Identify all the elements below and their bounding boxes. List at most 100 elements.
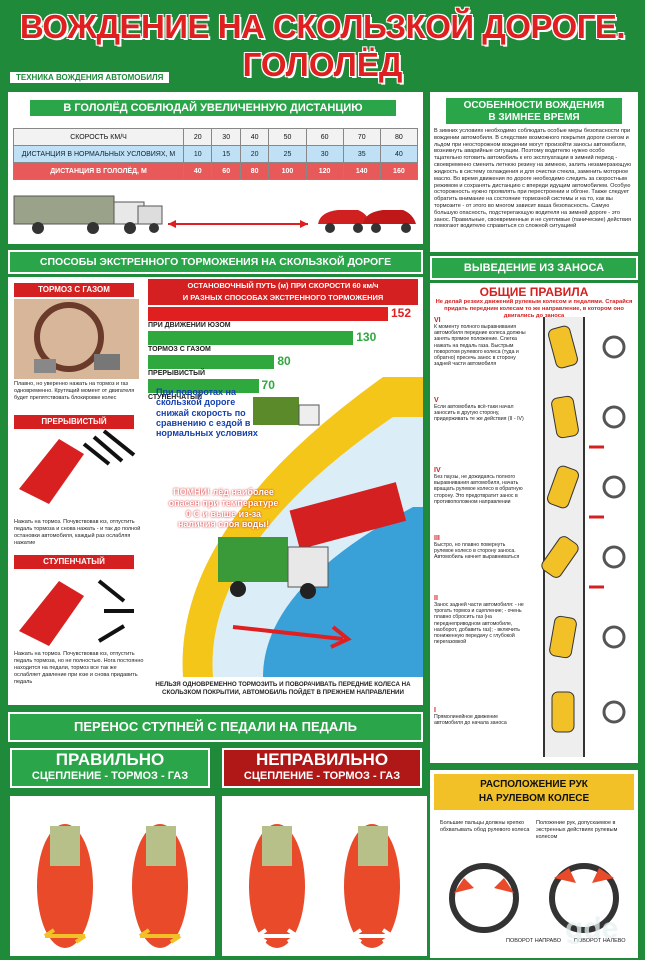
hands-illustration xyxy=(449,863,619,933)
table-row: ДИСТАНЦИЯ В НОРМАЛЬНЫХ УСЛОВИЯХ, М 10 15… xyxy=(13,145,419,163)
step-label: СТУПЕНЧАТЫЙ xyxy=(14,555,134,569)
bar-label: ПРИ ДВИЖЕНИИ ЮЗОМ xyxy=(148,322,231,329)
skid-heading: ВЫВЕДЕНИЕ ИЗ ЗАНОСА xyxy=(430,256,638,280)
table-cell: 160 xyxy=(379,162,419,180)
bar-value: 80 xyxy=(277,354,291,368)
table-cell: 70 xyxy=(342,128,381,146)
step-text: Нажать на тормоз. Почувствовав юз, отпус… xyxy=(14,651,144,685)
table-cell: 15 xyxy=(211,145,241,163)
skid-step-number: III xyxy=(434,535,440,542)
braking-panel: ТОРМОЗ С ГАЗОМ Плавно, но уверенно нажат… xyxy=(8,277,423,705)
skid-step-number: II xyxy=(434,595,438,602)
page-title-line2: ГОЛОЛЁД xyxy=(242,46,403,83)
table-cell: 20 xyxy=(182,128,213,146)
skid-step-text: Занос задней части автомобиля: - не трог… xyxy=(434,602,524,646)
bar xyxy=(148,355,275,369)
skid-step-text: Прямолинейное движение автомобиля до нач… xyxy=(434,714,507,727)
winter-heading-line2: В ЗИМНЕЕ ВРЕМЯ xyxy=(488,112,580,123)
wrong-box: НЕПРАВИЛЬНО СЦЕПЛЕНИЕ - ТОРМОЗ - ГАЗ xyxy=(222,748,422,788)
winter-text: В зимних условиях необходимо соблюдать о… xyxy=(434,128,632,230)
rules-text: Не делай резких движений рулевым колесом… xyxy=(435,299,633,319)
hands-heading-line2: НА РУЛЕВОМ КОЛЕСЕ xyxy=(478,793,590,804)
hands-heading: РАСПОЛОЖЕНИЕ РУК НА РУЛЕВОМ КОЛЕСЕ xyxy=(434,774,634,810)
table-cell: 35 xyxy=(342,145,381,163)
interrupt-text: Нажать на тормоз. Почувствовав юз, отпус… xyxy=(14,519,141,546)
skid-panel: ОБЩИЕ ПРАВИЛА Не делай резких движений р… xyxy=(430,283,638,763)
chart-title: ОСТАНОВОЧНЫЙ ПУТЬ (м) ПРИ СКОРОСТИ 60 км… xyxy=(148,279,418,305)
bar-value: 152 xyxy=(391,306,412,320)
gas-pedal-illustration xyxy=(14,299,139,379)
distance-heading: В ГОЛОЛЁД СОБЛЮДАЙ УВЕЛИЧЕННУЮ ДИСТАНЦИЮ xyxy=(28,98,398,118)
right-box: ПРАВИЛЬНО СЦЕПЛЕНИЕ - ТОРМОЗ - ГАЗ xyxy=(10,748,210,788)
table-cell: 40 xyxy=(379,145,419,163)
distance-panel: В ГОЛОЛЁД СОБЛЮДАЙ УВЕЛИЧЕННУЮ ДИСТАНЦИЮ… xyxy=(8,92,423,244)
wrong-sub: СЦЕПЛЕНИЕ - ТОРМОЗ - ГАЗ xyxy=(243,770,401,782)
table-row: СКОРОСТЬ КМ/Ч 20 30 40 50 60 70 80 xyxy=(13,128,419,146)
turn-note: При поворотах на скользкой дороге снижай… xyxy=(156,387,258,439)
page-title: ВОЖДЕНИЕ НА СКОЛЬЗКОЙ ДОРОГЕ. xyxy=(19,8,626,45)
table-cell: 40 xyxy=(239,128,270,146)
bar-label: ТОРМОЗ С ГАЗОМ xyxy=(148,346,211,353)
table-cell: 30 xyxy=(211,128,241,146)
table-cell: 40 xyxy=(182,162,213,180)
right-sub: СЦЕПЛЕНИЕ - ТОРМОЗ - ГАЗ xyxy=(31,770,189,782)
table-cell: 140 xyxy=(342,162,381,180)
step-pedal-illustration xyxy=(19,579,134,646)
braking-heading: СПОСОБЫ ЭКСТРЕННОГО ТОРМОЖЕНИЯ НА СКОЛЬЗ… xyxy=(8,250,423,274)
table-cell: 100 xyxy=(268,162,307,180)
table-cell: 60 xyxy=(211,162,241,180)
table-cell: 80 xyxy=(239,162,270,180)
hands-panel: РАСПОЛОЖЕНИЕ РУК НА РУЛЕВОМ КОЛЕСЕ Больш… xyxy=(430,770,638,958)
skid-step-text: Быстро, но плавно повернуть рулевое коле… xyxy=(434,542,520,561)
bar xyxy=(148,331,354,345)
bar-value: 70 xyxy=(261,378,275,392)
skid-step-number: I xyxy=(434,707,436,714)
interrupt-pedal-illustration xyxy=(19,429,136,504)
skid-step-text: Если автомобиль всё-таки начал заносить … xyxy=(434,404,524,423)
skid-step-number: IV xyxy=(434,467,441,474)
pedals-panel: ПРАВИЛЬНО СЦЕПЛЕНИЕ - ТОРМОЗ - ГАЗ НЕПРА… xyxy=(8,746,427,958)
turn-right-label: ПОВОРОТ НАПРАВО xyxy=(506,938,561,944)
table-cell: ДИСТАНЦИЯ В ГОЛОЛЁД, М xyxy=(13,162,184,180)
bar-value: 130 xyxy=(356,330,377,344)
road-scene-illustration xyxy=(182,377,423,677)
table-cell: ДИСТАНЦИЯ В НОРМАЛЬНЫХ УСЛОВИЯХ, М xyxy=(13,145,184,163)
watermark: gde xyxy=(565,912,619,945)
wrong-title: НЕПРАВИЛЬНО xyxy=(255,750,389,769)
table-cell: СКОРОСТЬ КМ/Ч xyxy=(13,128,184,146)
wrong-feet-illustration xyxy=(222,796,427,956)
bar-label: ПРЕРЫВИСТЫЙ xyxy=(148,370,206,377)
chart-title-line2: И РАЗНЫХ СПОСОБАХ ЭКСТРЕННОГО ТОРМОЖЕНИЯ xyxy=(182,293,384,302)
pedals-heading: ПЕРЕНОС СТУПНЕЙ С ПЕДАЛИ НА ПЕДАЛЬ xyxy=(8,712,423,742)
winter-heading-line1: ОСОБЕННОСТИ ВОЖДЕНИЯ xyxy=(463,100,605,111)
bottom-note: НЕЛЬЗЯ ОДНОВРЕМЕННО ТОРМОЗИТЬ И ПОВОРАЧИ… xyxy=(155,681,411,697)
vehicles-illustration xyxy=(13,195,416,234)
hands-right-text: Положение рук, допускаемое в экстренных … xyxy=(536,820,618,840)
hands-heading-line1: РАСПОЛОЖЕНИЕ РУК xyxy=(480,779,588,790)
chart-title-line1: ОСТАНОВОЧНЫЙ ПУТЬ (м) ПРИ СКОРОСТИ 60 км… xyxy=(187,281,379,290)
skid-road-illustration xyxy=(541,317,626,757)
table-cell: 25 xyxy=(268,145,307,163)
gas-label: ТОРМОЗ С ГАЗОМ xyxy=(14,283,134,297)
hands-left-text: Большие пальцы должны крепко обхватывать… xyxy=(440,820,530,833)
table-cell: 10 xyxy=(182,145,213,163)
skid-step-number: VI xyxy=(434,317,441,324)
table-cell: 30 xyxy=(305,145,344,163)
table-row: ДИСТАНЦИЯ В ГОЛОЛЁД, М 40 60 80 100 120 … xyxy=(13,162,419,180)
bar xyxy=(148,307,388,321)
interrupt-label: ПРЕРЫВИСТЫЙ xyxy=(14,415,134,429)
winter-panel: ОСОБЕННОСТИ ВОЖДЕНИЯ В ЗИМНЕЕ ВРЕМЯ В зи… xyxy=(430,92,638,252)
skid-step-number: V xyxy=(434,397,439,404)
skid-step-text: К моменту полного выравнивания автомобил… xyxy=(434,324,526,368)
distance-table: СКОРОСТЬ КМ/Ч 20 30 40 50 60 70 80 ДИСТА… xyxy=(13,128,419,180)
rules-title: ОБЩИЕ ПРАВИЛА xyxy=(479,285,589,299)
table-cell: 60 xyxy=(305,128,344,146)
bar xyxy=(148,379,259,393)
